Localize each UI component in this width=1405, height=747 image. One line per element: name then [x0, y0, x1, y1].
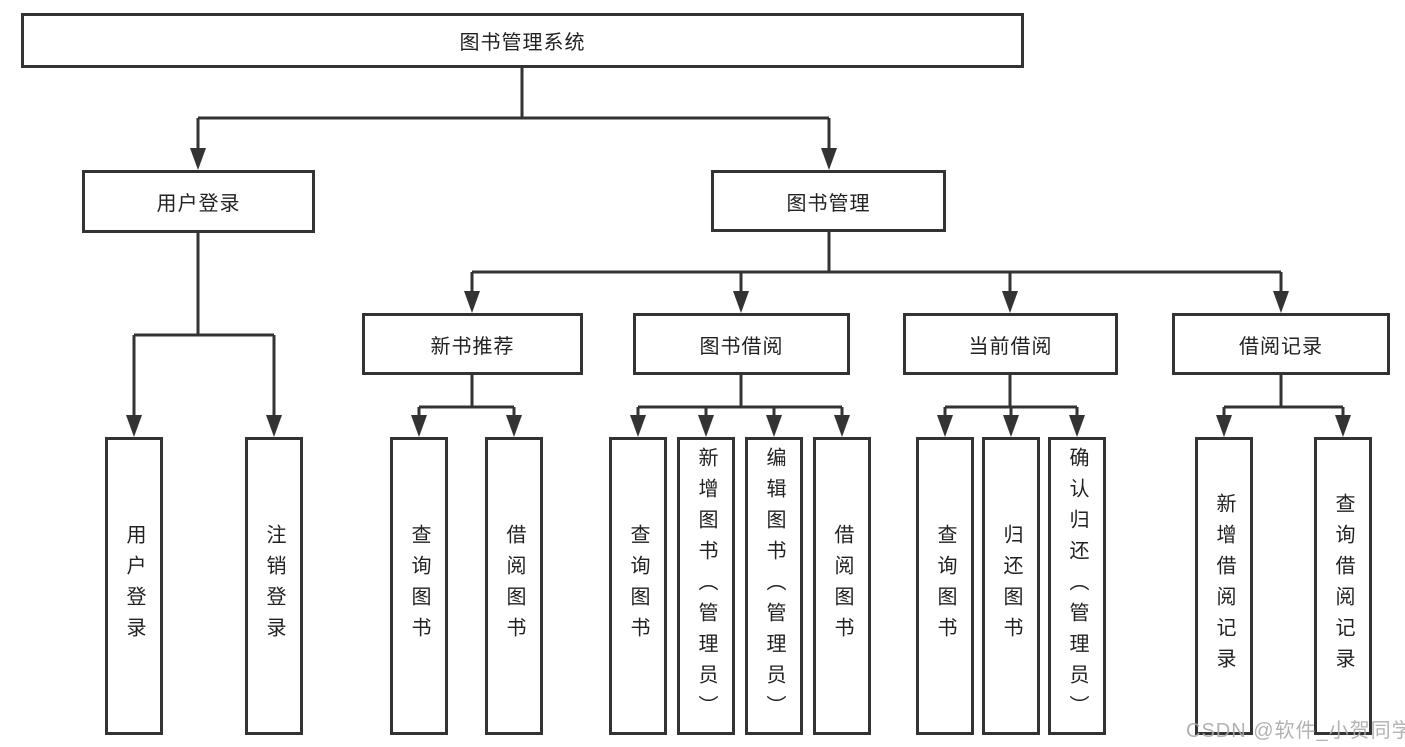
node-new-books: 新书推荐 [362, 313, 583, 375]
leaf-label: 编辑图书（管理员） [763, 446, 785, 726]
leaf-label: 查询图书 [934, 524, 956, 648]
leaf-borrow-books-2: 借阅图书 [813, 437, 871, 735]
leaf-label: 新增借阅记录 [1213, 493, 1235, 679]
leaf-edit-books-admin: 编辑图书（管理员） [745, 437, 803, 735]
node-current-borrow-label: 当前借阅 [968, 335, 1053, 358]
leaf-label: 新增图书（管理员） [695, 446, 717, 726]
node-user-login: 用户登录 [82, 170, 315, 233]
leaf-return-books: 归还图书 [982, 437, 1040, 735]
leaf-add-borrow-record: 新增借阅记录 [1195, 437, 1253, 735]
node-borrow-records-label: 借阅记录 [1239, 335, 1323, 358]
watermark: CSDN @软件_小贺同学 [1186, 720, 1405, 742]
leaf-label: 归还图书 [1000, 524, 1022, 648]
node-book-borrow: 图书借阅 [633, 313, 850, 375]
leaf-label: 查询借阅记录 [1332, 493, 1354, 679]
node-book-mgmt: 图书管理 [711, 170, 946, 232]
node-new-books-label: 新书推荐 [430, 335, 515, 358]
leaf-label: 查询图书 [408, 524, 430, 648]
node-book-mgmt-label: 图书管理 [786, 192, 871, 215]
node-root-label: 图书管理系统 [459, 32, 586, 54]
leaf-label: 借阅图书 [831, 524, 853, 648]
node-user-login-label: 用户登录 [156, 193, 241, 215]
leaf-user-login: 用户登录 [105, 437, 163, 735]
leaf-label: 借阅图书 [503, 524, 525, 648]
leaf-query-books-3: 查询图书 [916, 437, 974, 735]
leaf-label: 注销登录 [263, 524, 285, 648]
leaf-confirm-return-admin: 确认归还（管理员） [1048, 437, 1106, 735]
node-root: 图书管理系统 [21, 13, 1024, 68]
leaf-label: 用户登录 [123, 524, 145, 648]
leaf-query-books-1: 查询图书 [390, 437, 448, 735]
node-book-borrow-label: 图书借阅 [699, 335, 784, 358]
leaf-logout: 注销登录 [245, 437, 303, 735]
leaf-label: 查询图书 [627, 524, 649, 648]
leaf-label: 确认归还（管理员） [1066, 446, 1088, 726]
leaf-add-books-admin: 新增图书（管理员） [677, 437, 735, 735]
leaf-query-books-2: 查询图书 [609, 437, 667, 735]
node-borrow-records: 借阅记录 [1172, 313, 1390, 375]
leaf-query-borrow-record: 查询借阅记录 [1314, 437, 1372, 735]
node-current-borrow: 当前借阅 [903, 313, 1118, 375]
leaf-borrow-books-1: 借阅图书 [485, 437, 543, 735]
